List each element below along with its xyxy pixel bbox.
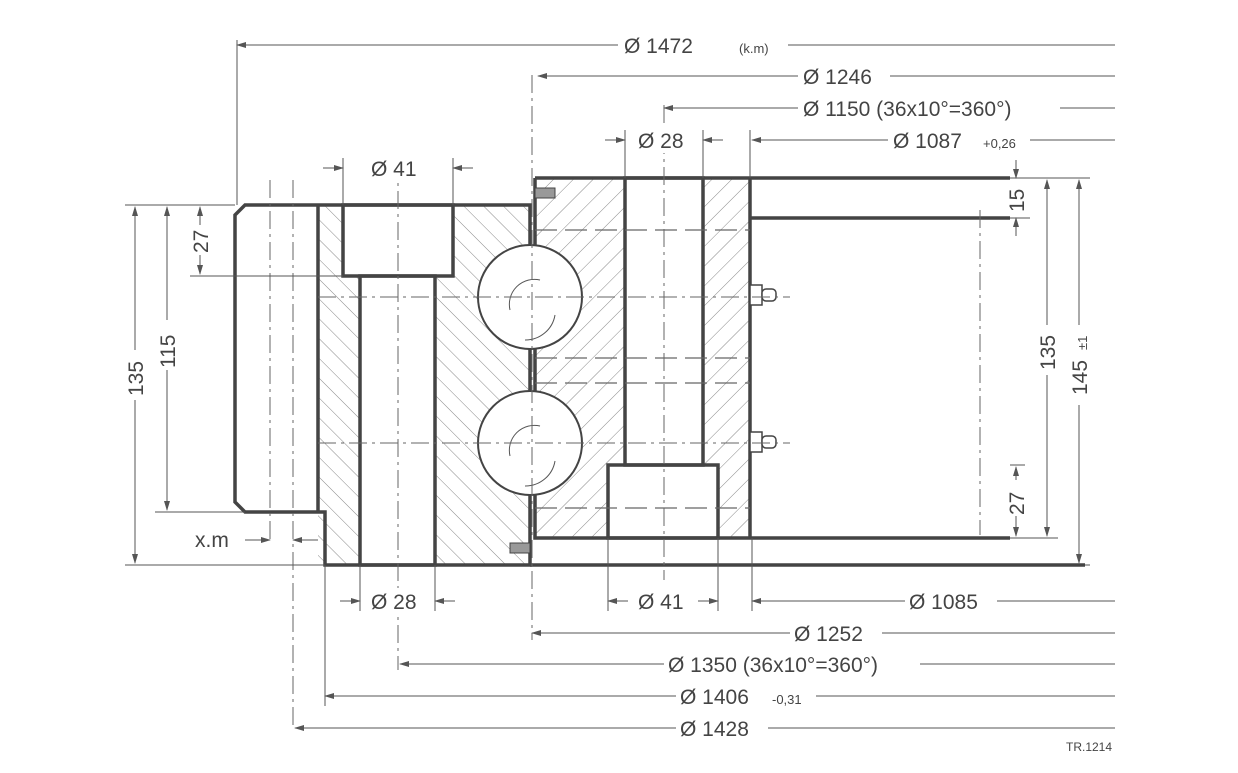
- center-lines: [269, 75, 981, 730]
- seal-top: [534, 187, 556, 199]
- dim-1472-note: (k.m): [739, 41, 769, 56]
- dim-1252: Ø 1252: [794, 623, 863, 646]
- dim-27-right: 27: [1006, 492, 1029, 515]
- dim-115-left: 115: [157, 335, 180, 368]
- dim-145-right: 145: [1069, 360, 1092, 395]
- dim-1085: Ø 1085: [909, 591, 978, 614]
- grease-nipple-icon: [749, 284, 777, 453]
- dim-27-left: 27: [190, 230, 213, 253]
- dim-135-left: 135: [125, 361, 148, 396]
- dim-1406: Ø 1406: [680, 686, 749, 709]
- dim-1350: Ø 1350 (36x10°=360°): [668, 654, 878, 677]
- dim-15-right: 15: [1006, 189, 1029, 212]
- dim-1246: Ø 1246: [803, 66, 872, 89]
- dim-135-right: 135: [1037, 335, 1060, 370]
- dim-xm: x.m: [195, 529, 229, 552]
- dim-1428: Ø 1428: [680, 718, 749, 741]
- dim-1472: Ø 1472: [624, 35, 693, 58]
- dim-1150: Ø 1150 (36x10°=360°): [803, 98, 1011, 121]
- dim-1087: Ø 1087: [893, 130, 962, 153]
- dim-41-bottom: Ø 41: [638, 591, 684, 614]
- dim-28-bottom: Ø 28: [371, 591, 417, 614]
- dim-1406-tol: -0,31: [772, 692, 802, 707]
- dim-1087-tol: +0,26: [983, 136, 1016, 151]
- dim-41-top: Ø 41: [371, 158, 417, 181]
- drawing-id: TR.1214: [1066, 740, 1112, 754]
- dim-145-tol: ±1: [1075, 336, 1090, 350]
- inner-ring: [530, 176, 1085, 567]
- outer-ring: [233, 203, 532, 567]
- seal-bottom: [509, 542, 531, 554]
- dim-28-top: Ø 28: [638, 130, 684, 153]
